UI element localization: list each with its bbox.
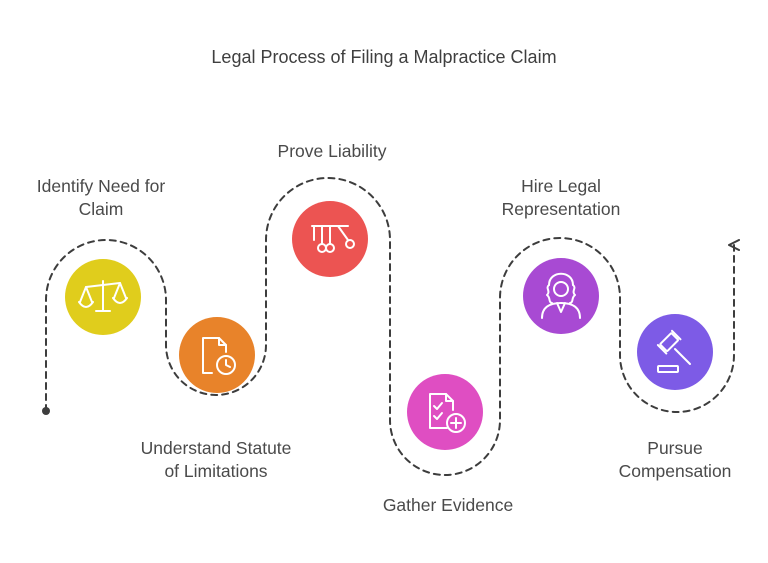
step-5-label-line-1: Hire Legal <box>521 176 601 196</box>
step-4-node <box>407 374 483 450</box>
step-2-label-line-1: Understand Statute <box>140 438 292 458</box>
scales-icon <box>78 280 128 312</box>
step-2-label: Understand Statute of Limitations <box>141 437 292 483</box>
step-3-label: Prove Liability <box>278 140 387 163</box>
gavel-icon <box>656 329 691 373</box>
step-4-circle <box>407 374 483 450</box>
step-1-label-line-1: Identify Need for <box>36 176 166 196</box>
step-6-node <box>637 314 713 390</box>
step-2-node <box>179 317 255 393</box>
step-5-label: Hire Legal Representation <box>502 175 621 221</box>
process-path <box>45 177 740 476</box>
step-6-label-line-2: Compensation <box>618 461 732 481</box>
step-4-label-line-1: Gather Evidence <box>382 495 514 515</box>
step-6-circle <box>637 314 713 390</box>
step-1-node <box>65 259 141 335</box>
step-2-label-line-2: of Limitations <box>164 461 268 481</box>
path-start-dot <box>42 407 50 415</box>
step-1-label-line-2: Claim <box>78 199 124 219</box>
balance-pendulum-icon <box>311 225 355 253</box>
step-5-label-line-2: Representation <box>501 199 621 219</box>
step-3-node <box>292 201 368 277</box>
diagram-title: Legal Process of Filing a Malpractice Cl… <box>211 47 557 67</box>
step-6-label: Pursue Compensation <box>619 437 732 483</box>
step-1-label: Identify Need for Claim <box>37 175 165 221</box>
step-6-label-line-1: Pursue <box>647 438 703 458</box>
document-clock-icon <box>202 337 236 375</box>
step-5-node <box>523 258 599 334</box>
step-3-label-line-1: Prove Liability <box>277 141 387 161</box>
step-2-circle <box>179 317 255 393</box>
checklist-plus-icon <box>429 393 466 433</box>
lawyer-icon <box>541 272 581 319</box>
step-4-label: Gather Evidence <box>383 494 513 517</box>
